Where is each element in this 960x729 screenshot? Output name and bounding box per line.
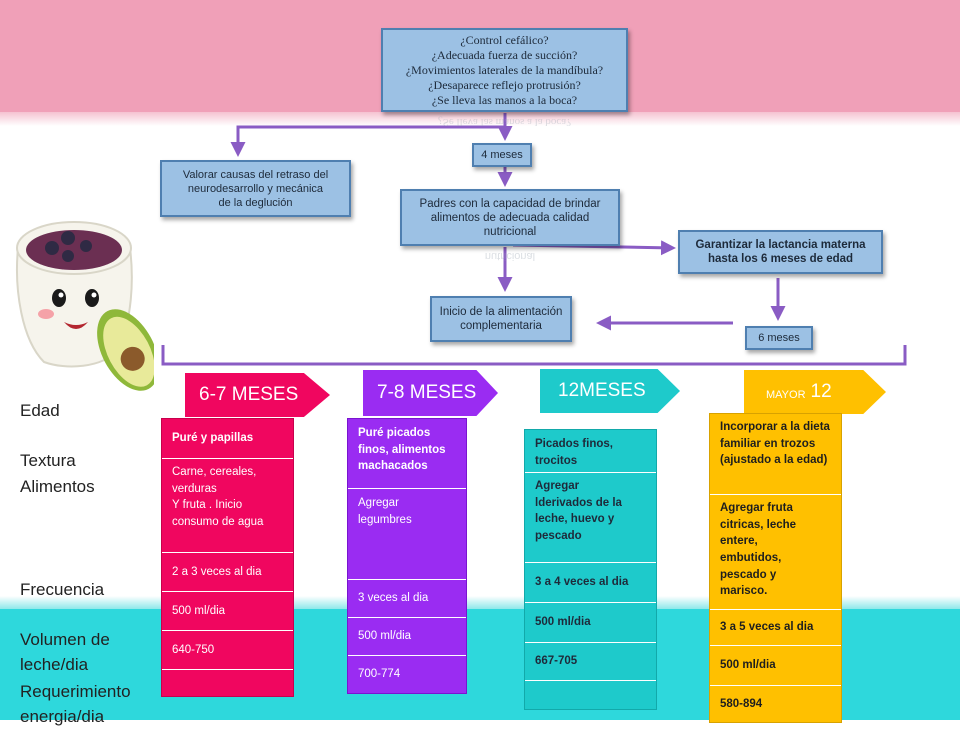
row-label-textura: Textura (20, 451, 76, 470)
timeline-bracket (161, 345, 907, 366)
cell-empty (525, 681, 656, 709)
top-band-fade (0, 112, 960, 126)
cell-foods: Agregar fruta citricas, leche entere, em… (710, 495, 841, 610)
cell-energy: 640-750 (162, 631, 293, 670)
stage-chevron-7-8: 7-8 MESES (363, 370, 498, 416)
cell-volume: 500 ml/dia (525, 603, 656, 643)
parents-box: Padres con la capacidad de brindar alime… (400, 189, 620, 246)
row-label-requerimiento: Requerimiento (20, 682, 131, 701)
question-1: ¿Control cefálico? (460, 32, 549, 47)
column-mayor-12-months: Incorporar a la dieta familiar en trozos… (709, 413, 842, 723)
cell-frequency: 3 a 4 veces al dia (525, 563, 656, 603)
cell-foods: Agregar legumbres (348, 489, 466, 580)
six-months-box: 6 meses (745, 326, 813, 350)
parents-box-reflection: nutricional (484, 250, 536, 262)
column-6-7-months: Puré y papillas Carne, cereales, verdura… (161, 418, 294, 697)
row-label-leche-dia: leche/dia (20, 655, 89, 674)
assess-delay-box: Valorar causas del retraso del neurodesa… (160, 160, 351, 217)
stage-label-6-7: 6-7 MESES (199, 384, 299, 405)
cell-frequency: 3 a 5 veces al dia (710, 610, 841, 646)
cell-texture: Picados finos, trocitos (525, 430, 656, 473)
questions-box-reflection: ¿Se lleva las manos a la boca? (437, 116, 572, 128)
row-label-alimentos: Alimentos (20, 477, 95, 496)
stage-label-mayor: MAYOR (766, 389, 806, 401)
cell-texture: Puré picados finos, alimentos machacados (348, 419, 466, 489)
row-label-edad: Edad (20, 401, 60, 420)
cell-foods: Agregar lderivados de la leche, huevo y … (525, 473, 656, 563)
stage-chevron-6-7: 6-7 MESES (185, 373, 330, 417)
lactation-line-1: Garantizar la lactancia materna (695, 239, 866, 251)
question-4: ¿Desaparece reflejo protrusión? (428, 77, 581, 92)
lactation-box: Garantizar la lactancia materna hasta lo… (678, 230, 883, 274)
cell-frequency: 3 veces al dia (348, 580, 466, 618)
lactation-line-2: hasta los 6 meses de edad (707, 253, 854, 265)
cell-frequency: 2 a 3 veces al dia (162, 553, 293, 592)
start-feeding-line-1: Inicio de la alimentación (439, 306, 563, 318)
cell-empty (162, 670, 293, 696)
start-feeding-line-2: complementaria (460, 320, 542, 332)
stage-label-7-8: 7-8 MESES (377, 382, 477, 403)
cell-texture: Incorporar a la dieta familiar en trozos… (710, 414, 841, 495)
assess-delay-line-1: Valorar causas del retraso del (182, 168, 329, 181)
four-months-label: 4 meses (481, 149, 523, 161)
column-7-8-months: Puré picados finos, alimentos machacados… (347, 418, 467, 694)
row-label-volumen: Volumen de (20, 630, 110, 649)
mascot-illustration (16, 221, 154, 391)
parents-line-2: alimentos de adecuada calidad (430, 211, 590, 224)
cell-energy: 667-705 (525, 643, 656, 681)
cell-volume: 500 ml/dia (348, 618, 466, 656)
avocado-icon (97, 309, 154, 391)
row-label-frecuencia: Frecuencia (20, 580, 105, 599)
assess-delay-line-3: de la deglución (218, 196, 293, 209)
parents-line-3: nutricional (483, 225, 537, 238)
cell-volume: 500 ml/dia (162, 592, 293, 631)
stage-chevron-12: 12MESES (540, 369, 680, 413)
six-months-label: 6 meses (758, 332, 800, 344)
cell-energy: 700-774 (358, 668, 401, 681)
question-2: ¿Adecuada fuerza de succión? (431, 47, 578, 62)
cell-foods: Carne, cereales, verduras Y fruta . Inic… (162, 459, 293, 553)
start-feeding-box: Inicio de la alimentación complementaria (430, 296, 572, 342)
questions-box: ¿Control cefálico? ¿Adecuada fuerza de s… (381, 28, 628, 112)
question-5: ¿Se lleva las manos a la boca? (431, 92, 578, 107)
row-label-energia: energia/dia (20, 707, 105, 726)
question-3: ¿Movimientos laterales de la mandíbula? (405, 62, 604, 77)
cell-texture: Puré y papillas (162, 419, 293, 459)
stage-label-12: 12MESES (558, 380, 646, 401)
column-12-months: Picados finos, trocitos Agregar lderivad… (524, 429, 657, 710)
parents-line-1: Padres con la capacidad de brindar (419, 197, 601, 210)
four-months-box: 4 meses (472, 143, 532, 167)
cell-energy: 580-894 (720, 697, 763, 710)
stage-label-12-big: 12 (810, 381, 832, 402)
cell-volume: 500 ml/dia (710, 646, 841, 686)
stage-chevron-mayor-12: MAYOR 12 (744, 370, 886, 414)
assess-delay-line-2: neurodesarrollo y mecánica (187, 182, 324, 195)
